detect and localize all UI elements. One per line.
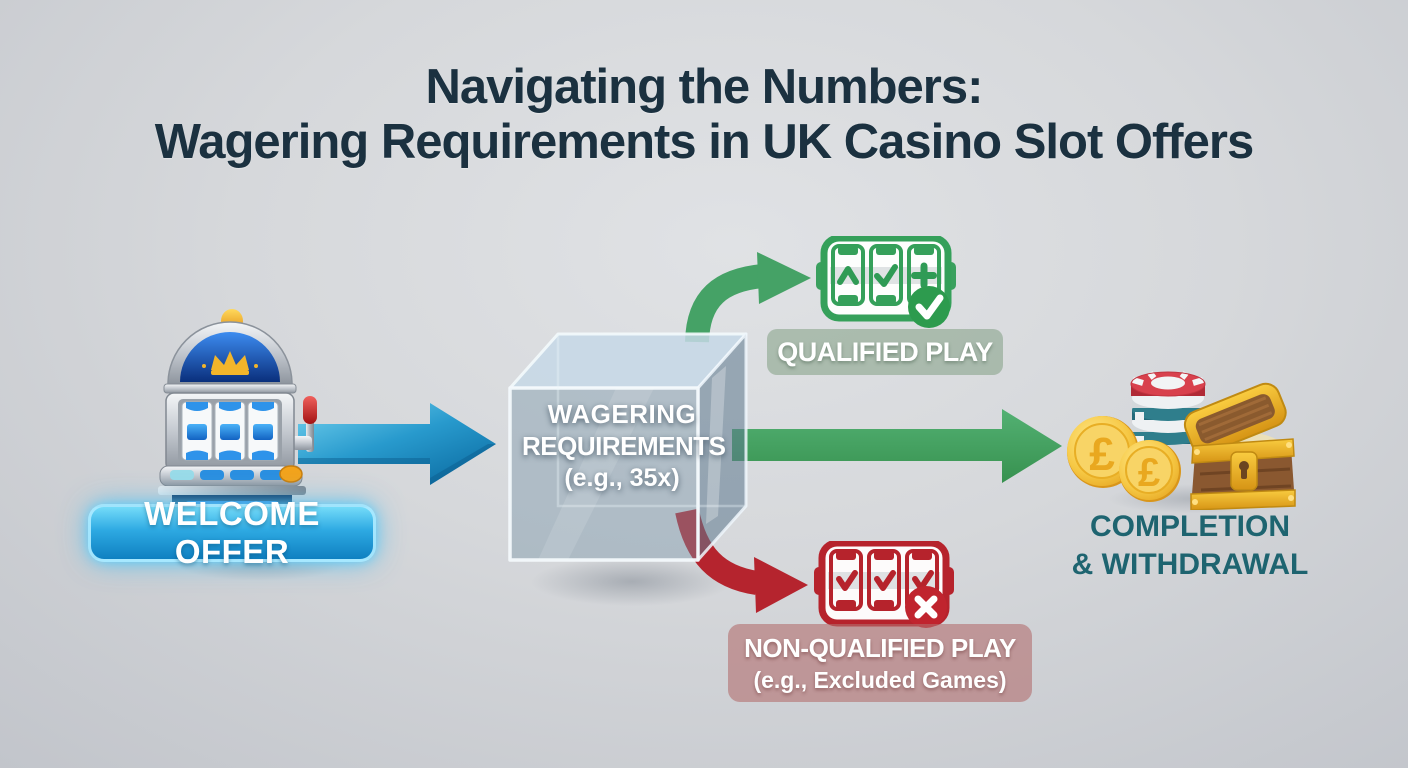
lever-icon (292, 396, 317, 452)
wagering-line-3: (e.g., 35x) (564, 464, 680, 492)
completion-withdrawal-label: COMPLETION & WITHDRAWAL (1050, 508, 1330, 584)
pound-symbol-small: £ (1138, 451, 1160, 495)
caret-symbol (837, 266, 859, 285)
page-title: Navigating the Numbers: Wagering Require… (0, 60, 1408, 170)
non-qualified-play-badge: NON-QUALIFIED PLAY (e.g., Excluded Games… (728, 624, 1032, 702)
wagering-line-1: WAGERING (547, 399, 697, 429)
check-badge-icon (908, 286, 950, 328)
plus-symbol (911, 262, 937, 289)
non-qualified-slot-icon (814, 541, 954, 628)
rewards-group: £ £ (1067, 371, 1296, 510)
welcome-offer-label: WELCOME OFFER (144, 495, 320, 570)
wagering-requirements-label: WAGERING REQUIREMENTS (e.g., 35x) (522, 398, 726, 494)
check-symbol (836, 570, 858, 591)
green-curved-arrow (685, 252, 811, 343)
buttons-icon (170, 465, 303, 483)
welcome-offer-badge: WELCOME OFFER (88, 495, 376, 570)
slot-machine-icon (158, 309, 317, 523)
cross-badge-icon (905, 586, 947, 628)
crown-icon (202, 351, 258, 375)
pound-symbol-large: £ (1089, 428, 1115, 480)
non-qualified-play-sublabel: (e.g., Excluded Games) (753, 667, 1007, 693)
qualified-slot-icon (816, 236, 956, 328)
qualified-play-badge: QUALIFIED PLAY (767, 329, 1003, 375)
pound-coins-icon: £ £ (1067, 416, 1181, 502)
non-qualified-play-label: NON-QUALIFIED PLAY (744, 633, 1016, 663)
treasure-chest-icon (1183, 382, 1296, 510)
completion-line-1: COMPLETION (1090, 510, 1290, 543)
green-straight-arrow (732, 409, 1062, 483)
wagering-line-2: REQUIREMENTS (522, 431, 726, 461)
check-symbol (874, 570, 896, 591)
reels-icon (181, 401, 279, 461)
title-line-2: Wagering Requirements in UK Casino Slot … (154, 115, 1254, 169)
completion-line-2: & WITHDRAWAL (1071, 548, 1309, 581)
check-symbol (874, 264, 898, 287)
title-line-1: Navigating the Numbers: (425, 60, 984, 114)
qualified-play-label: QUALIFIED PLAY (777, 336, 993, 367)
red-curved-arrow (675, 508, 808, 613)
blue-arrow (298, 403, 496, 485)
wagering-cube (508, 332, 748, 562)
